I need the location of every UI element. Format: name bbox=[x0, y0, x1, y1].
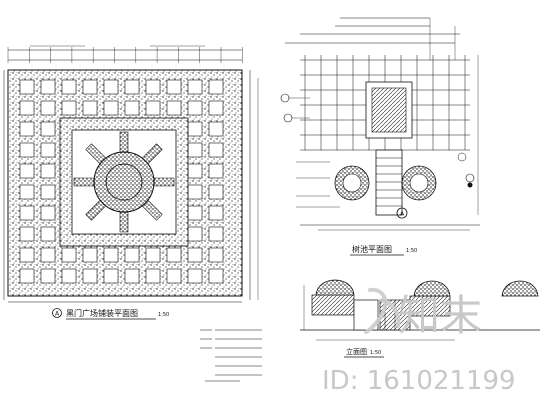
paving-tile bbox=[61, 79, 77, 95]
paving-tile bbox=[208, 121, 224, 137]
paving-tile bbox=[40, 184, 56, 200]
paving-tile bbox=[208, 100, 224, 116]
paving-tile bbox=[187, 184, 203, 200]
paving-tile bbox=[103, 268, 119, 284]
paving-tile bbox=[61, 268, 77, 284]
paving-plan-marker: A bbox=[55, 311, 60, 318]
paving-tile bbox=[187, 100, 203, 116]
paving-tile bbox=[103, 247, 119, 263]
paving-tile bbox=[82, 247, 98, 263]
paving-tile bbox=[124, 247, 140, 263]
compass-ray bbox=[73, 177, 95, 187]
tree-pit-plan-scale: 1:50 bbox=[406, 248, 417, 254]
paving-tile bbox=[124, 100, 140, 116]
paving-tile bbox=[82, 79, 98, 95]
paving-tile bbox=[208, 205, 224, 221]
paving-tile bbox=[40, 142, 56, 158]
paving-tile bbox=[40, 79, 56, 95]
paving-tile bbox=[40, 100, 56, 116]
tree-pit-plan-title-text: 树池平面图 bbox=[352, 244, 392, 254]
paving-tile bbox=[187, 226, 203, 242]
paving-tile bbox=[19, 268, 35, 284]
paving-tile bbox=[40, 121, 56, 137]
paving-plan bbox=[3, 45, 259, 303]
watermark-id: ID: 161021199 bbox=[322, 366, 516, 396]
paving-tile bbox=[103, 100, 119, 116]
paving-tile bbox=[124, 268, 140, 284]
paving-tile bbox=[208, 142, 224, 158]
paving-tile bbox=[187, 163, 203, 179]
watermark-logo-icon bbox=[364, 287, 401, 334]
paving-tile bbox=[145, 79, 161, 95]
paving-plan-title-text: 黑门广场铺装平面图 bbox=[66, 308, 138, 318]
paving-tile bbox=[61, 247, 77, 263]
paving-tile bbox=[208, 247, 224, 263]
paving-tile bbox=[103, 79, 119, 95]
paving-tile bbox=[145, 247, 161, 263]
paving-tile bbox=[40, 163, 56, 179]
paving-tile bbox=[166, 79, 182, 95]
tree-pit-plan bbox=[280, 17, 480, 231]
paving-tile bbox=[40, 226, 56, 242]
paving-tile bbox=[166, 268, 182, 284]
paving-tile bbox=[19, 226, 35, 242]
paving-tile bbox=[208, 79, 224, 95]
watermark-logo-text: 知末 bbox=[398, 291, 482, 340]
compass-ray bbox=[153, 177, 175, 187]
tree-pit-plan-title: 树池平面图 1:50 bbox=[350, 244, 417, 256]
paving-tile bbox=[208, 268, 224, 284]
paving-tile bbox=[145, 100, 161, 116]
compass-ray bbox=[119, 131, 129, 153]
paving-tile bbox=[61, 100, 77, 116]
compass-ray bbox=[119, 211, 129, 233]
paving-tile bbox=[19, 205, 35, 221]
paving-tile bbox=[187, 247, 203, 263]
paving-tile bbox=[40, 268, 56, 284]
paving-tile bbox=[145, 268, 161, 284]
elevation-title-text: 立面图 bbox=[346, 347, 367, 356]
paving-tile bbox=[19, 100, 35, 116]
paving-tile bbox=[82, 100, 98, 116]
paving-tile bbox=[19, 142, 35, 158]
paving-tile bbox=[19, 247, 35, 263]
paving-tile bbox=[187, 121, 203, 137]
section-marker: A bbox=[400, 211, 405, 218]
paving-tile bbox=[19, 163, 35, 179]
watermark: 知末 ID: 161021199 bbox=[322, 287, 516, 396]
paving-tile bbox=[208, 163, 224, 179]
paving-tile bbox=[19, 121, 35, 137]
paving-plan-title: A 黑门广场铺装平面图 1:50 bbox=[52, 308, 169, 320]
paving-tile bbox=[208, 226, 224, 242]
paving-tile bbox=[40, 247, 56, 263]
paving-tile bbox=[187, 205, 203, 221]
elevation-scale: 1:50 bbox=[370, 350, 381, 356]
elevation-title: 立面图 1:50 bbox=[344, 347, 384, 358]
paving-tile bbox=[124, 79, 140, 95]
paving-tile bbox=[187, 79, 203, 95]
paving-tile bbox=[166, 247, 182, 263]
paving-tile bbox=[82, 268, 98, 284]
elevation-view bbox=[300, 279, 540, 341]
paving-tile bbox=[19, 79, 35, 95]
notes-block bbox=[200, 329, 262, 382]
paving-tile bbox=[187, 268, 203, 284]
paving-plan-scale: 1:50 bbox=[158, 312, 169, 318]
paving-tile bbox=[19, 184, 35, 200]
paving-tile bbox=[187, 142, 203, 158]
paving-tile bbox=[40, 205, 56, 221]
paving-tile bbox=[208, 184, 224, 200]
paving-tile bbox=[166, 100, 182, 116]
